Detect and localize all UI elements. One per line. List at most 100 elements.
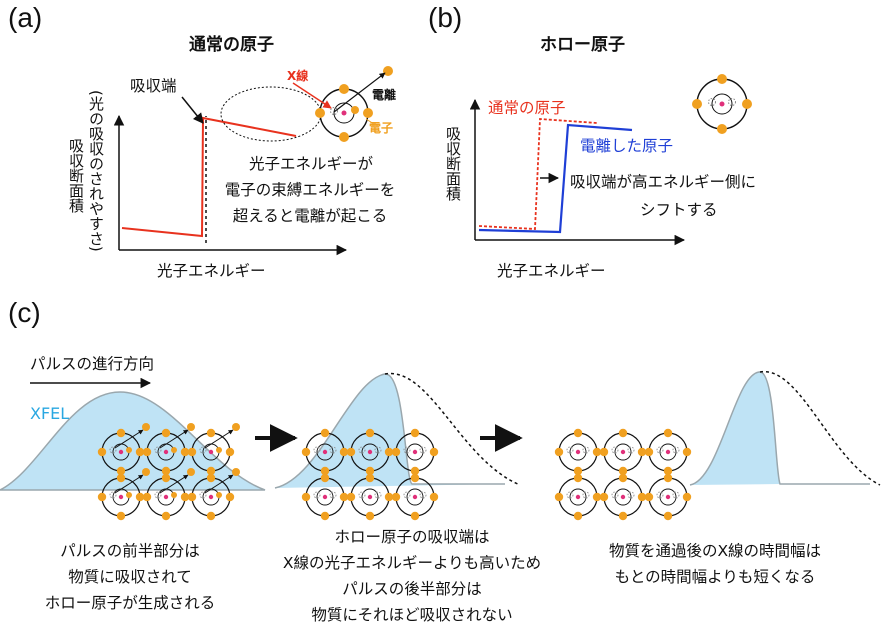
electron <box>573 473 583 483</box>
electron <box>206 466 216 476</box>
caption-stage-2-line: ホロー原子の吸収端は <box>334 528 490 546</box>
electron <box>637 492 647 502</box>
electron <box>116 466 126 476</box>
electron <box>97 447 107 457</box>
panel-b-shift-line2: シフトする <box>640 201 718 219</box>
caption-stage-3-line: 物質を通過後のX線の時間幅は <box>608 542 822 560</box>
electron <box>365 466 375 476</box>
panel-a-atom-icon <box>292 66 393 142</box>
panel-c <box>0 371 881 521</box>
electron <box>663 511 673 521</box>
electron <box>637 447 647 457</box>
atom-icon <box>599 428 647 476</box>
electron <box>599 447 609 457</box>
electron <box>320 428 330 438</box>
electron <box>116 511 126 521</box>
electron <box>301 447 311 457</box>
electron <box>320 473 330 483</box>
caption-stage-2-line: X線の光子エネルギーよりも高いため <box>282 554 542 572</box>
pulse-direction-label: パルスの進行方向 <box>30 355 155 373</box>
electron <box>320 466 330 476</box>
electron <box>116 428 126 438</box>
atom-icon <box>301 473 349 521</box>
electron <box>391 447 401 457</box>
electron <box>429 447 439 457</box>
panel-a-ylabel-sub: (光の吸収のされやすさ) <box>87 90 105 252</box>
xfel-pulse-2 <box>275 373 505 488</box>
electron <box>365 473 375 483</box>
atom-icon <box>599 473 647 521</box>
atom-grid-stage-2 <box>301 428 439 521</box>
electron <box>663 428 673 438</box>
electron <box>644 447 654 457</box>
electron <box>391 492 401 502</box>
electron <box>573 466 583 476</box>
xfel-pulse-1 <box>0 391 266 491</box>
caption-stage-1-line: 物質に吸収されて <box>68 568 192 586</box>
electron <box>206 428 216 438</box>
electron <box>663 473 673 483</box>
electron <box>618 466 628 476</box>
panel-a-edge-arrow <box>181 96 204 124</box>
electron <box>187 447 197 457</box>
panel-b-label: (b) <box>428 2 463 33</box>
panel-a-note-line3: 超えると電離が起こる <box>232 207 388 225</box>
electron <box>365 511 375 521</box>
electron <box>135 447 145 457</box>
panel-a <box>113 66 393 256</box>
caption-stage-2-line: パルスの後半部分は <box>342 580 482 598</box>
panel-b-ionized-atom-curve <box>478 123 633 234</box>
xfel-pulse-3 <box>690 372 780 485</box>
electron <box>225 492 235 502</box>
electron <box>644 492 654 502</box>
electron <box>187 492 197 502</box>
caption-stage-1-line: パルスの前半部分は <box>60 542 200 560</box>
electron <box>410 511 420 521</box>
atom-icon <box>301 428 349 476</box>
electron <box>339 447 349 457</box>
electron <box>618 428 628 438</box>
caption-stage-3-line: もとの時間幅よりも短くなる <box>614 568 816 586</box>
electron <box>554 447 564 457</box>
electron <box>225 447 235 457</box>
electron <box>346 492 356 502</box>
electron <box>365 428 375 438</box>
electron <box>410 428 420 438</box>
panel-a-note-line1: 光子エネルギーが <box>248 155 373 173</box>
atom-icon <box>346 473 394 521</box>
panel-c-label: (c) <box>8 297 41 328</box>
caption-stage-1-line: ホロー原子が生成される <box>44 594 216 612</box>
panel-b-hollow-atom-icon <box>692 74 752 134</box>
electron <box>180 492 190 502</box>
electron <box>663 466 673 476</box>
electron <box>97 492 107 502</box>
electron <box>682 492 692 502</box>
panel-b-normal-atom-curve <box>478 118 598 230</box>
caption-stage-2: ホロー原子の吸収端は X線の光子エネルギーよりも高いため パルスの後半部分は 物… <box>262 524 562 628</box>
panel-b-title: ホロー原子 <box>540 35 625 55</box>
panel-a-ionization-label: 電離 <box>372 88 397 102</box>
panel-b-normal-atom-label: 通常の原子 <box>488 99 566 117</box>
electron <box>410 466 420 476</box>
atom-icon <box>187 423 240 476</box>
panel-b-xlabel: 光子エネルギー <box>497 262 606 280</box>
electron <box>180 447 190 457</box>
panel-b-shift-line1: 吸収端が高エネルギー側に <box>570 173 757 191</box>
electron <box>161 466 171 476</box>
caption-stage-1: パルスの前半部分は 物質に吸収されて ホロー原子が生成される <box>10 538 250 616</box>
electron <box>573 511 583 521</box>
atom-icon <box>97 423 150 476</box>
xfel-pulse-2-outline <box>274 373 505 489</box>
electron <box>135 492 145 502</box>
xfel-pulse-3-original-envelope <box>759 371 881 486</box>
electron <box>339 492 349 502</box>
atom-icon <box>554 428 602 476</box>
electron <box>161 428 171 438</box>
caption-stage-2-line: 物質にそれほど吸収されない <box>311 606 513 624</box>
electron <box>599 492 609 502</box>
electron <box>161 473 171 483</box>
panel-a-title: 通常の原子 <box>189 35 274 55</box>
atom-icon <box>142 423 195 476</box>
panel-a-note-line2: 電子の束縛エネルギーを <box>224 181 396 199</box>
atom-icon <box>187 468 240 521</box>
